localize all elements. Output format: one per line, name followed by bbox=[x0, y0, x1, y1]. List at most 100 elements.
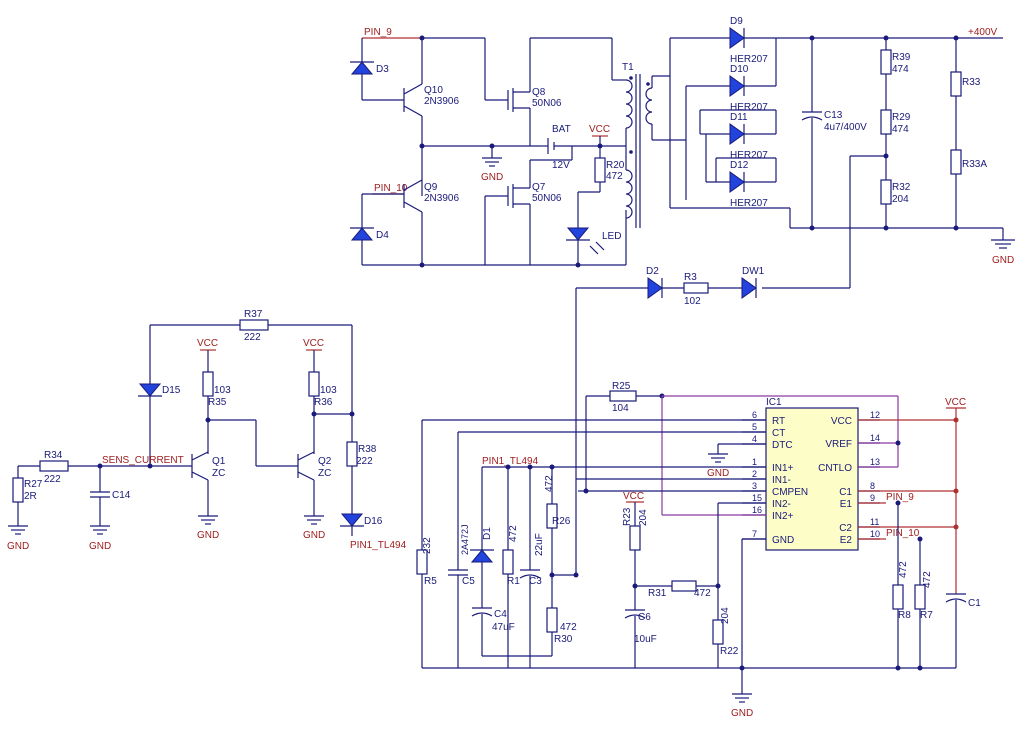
r8-value: 472 bbox=[898, 561, 909, 578]
rectifier-section: D9 HER207 D10 HER207 D11 HER207 D12 HER2… bbox=[575, 16, 1015, 575]
r31-value: 472 bbox=[694, 588, 711, 599]
c13-label: C13 bbox=[824, 110, 843, 121]
r25-label: R25 bbox=[612, 381, 631, 392]
gnd-label-r27: GND bbox=[7, 541, 29, 552]
ic1-pin-number: 8 bbox=[870, 481, 875, 491]
r27-value: 2R bbox=[24, 491, 37, 502]
r23-label: R23 bbox=[622, 507, 633, 526]
led-label: LED bbox=[602, 231, 621, 242]
d12-label: D12 bbox=[730, 160, 749, 171]
r35-label: R35 bbox=[208, 397, 227, 408]
q1-value: ZC bbox=[212, 468, 225, 479]
c14-label: C14 bbox=[112, 490, 131, 501]
d12-diode bbox=[729, 171, 745, 193]
d4-diode bbox=[350, 227, 374, 241]
transformer-t1: T1 bbox=[622, 62, 686, 228]
r20-label: R20 bbox=[606, 160, 625, 171]
ic1-pin-number: 16 bbox=[752, 505, 762, 515]
d12-value: HER207 bbox=[730, 198, 768, 209]
r37-resistor bbox=[239, 319, 269, 331]
r36-value: 103 bbox=[320, 385, 337, 396]
q1-label: Q1 bbox=[212, 456, 226, 467]
r8-label: R8 bbox=[898, 610, 911, 621]
r27-resistor bbox=[12, 477, 24, 503]
ic1-pin-name: CNTLO bbox=[818, 463, 852, 474]
ic1-pin-number: 2 bbox=[752, 469, 757, 479]
ic1-pin-number: 6 bbox=[752, 410, 757, 420]
ic1-pin-name: E1 bbox=[840, 499, 853, 510]
r26-label: R26 bbox=[552, 516, 571, 527]
current-sense-section: R37 222 D15 R27 2R GND R34 222 SENS_CURR… bbox=[7, 309, 407, 552]
q9-value: 2N3906 bbox=[424, 193, 459, 204]
r34-resistor bbox=[39, 460, 69, 472]
vcc-label-ic: VCC bbox=[945, 397, 966, 408]
led-diode bbox=[566, 227, 590, 241]
gnd-label-q2: GND bbox=[303, 530, 325, 541]
bat-value: 12V bbox=[552, 160, 570, 171]
c1-label: C1 bbox=[968, 598, 981, 609]
ic1-label: IC1 bbox=[766, 397, 782, 408]
ic1-pin-number: 13 bbox=[870, 457, 880, 467]
driver-section: PIN_9 D3 Q10 2N3906 GND PIN_10 Q9 2N3906… bbox=[350, 27, 627, 268]
d3-diode bbox=[350, 61, 374, 75]
r26-value: 472 bbox=[544, 475, 555, 492]
d4-label: D4 bbox=[376, 230, 389, 241]
ic1-pin-name: IN1- bbox=[772, 475, 791, 486]
r27-label: R27 bbox=[24, 479, 43, 490]
ic1-pin-number: 15 bbox=[752, 493, 762, 503]
r34-label: R34 bbox=[44, 450, 63, 461]
r1-resistor bbox=[502, 549, 514, 575]
d15-label: D15 bbox=[162, 385, 181, 396]
c5-label: C5 bbox=[462, 576, 475, 587]
vcc-label-top: VCC bbox=[589, 124, 610, 135]
d11-label: D11 bbox=[730, 112, 748, 123]
c4-label: C4 bbox=[494, 609, 507, 620]
r8-resistor bbox=[892, 584, 904, 610]
q2-value: ZC bbox=[318, 468, 331, 479]
r7-value: 472 bbox=[922, 571, 933, 588]
d10-label: D10 bbox=[730, 64, 749, 75]
c6-label: C6 bbox=[638, 612, 651, 623]
d11-value: HER207 bbox=[730, 150, 768, 161]
r34-value: 222 bbox=[44, 474, 61, 485]
dw1-label: DW1 bbox=[742, 266, 765, 277]
r31-resistor bbox=[671, 580, 697, 592]
r35-value: 103 bbox=[214, 385, 231, 396]
c13-value: 4u7/400V bbox=[824, 122, 867, 133]
d1-label: D1 bbox=[482, 527, 493, 540]
r33-label: R33 bbox=[962, 77, 981, 88]
gnd-label-bat: GND bbox=[481, 172, 503, 183]
ic1-pin-number: 5 bbox=[752, 422, 757, 432]
bat-label: BAT bbox=[552, 124, 571, 135]
r3-resistor bbox=[683, 282, 709, 294]
r33a-resistor bbox=[950, 149, 962, 175]
r32-resistor bbox=[880, 179, 892, 205]
r5-label: R5 bbox=[424, 576, 437, 587]
d15-diode bbox=[138, 383, 162, 397]
d9-value: HER207 bbox=[730, 54, 768, 65]
d3-label: D3 bbox=[376, 64, 389, 75]
ic1-pin-name: IN2- bbox=[772, 499, 791, 510]
ic1-pin-number: 4 bbox=[752, 434, 757, 444]
r20-resistor bbox=[594, 157, 606, 183]
r39-value: 474 bbox=[892, 64, 909, 75]
r35-resistor bbox=[202, 371, 214, 397]
r23-value: 204 bbox=[638, 509, 649, 526]
r37-label: R37 bbox=[244, 309, 263, 320]
r38-value: 222 bbox=[356, 456, 373, 467]
q7-value: 50N06 bbox=[532, 193, 562, 204]
c5-value: 2A472J bbox=[460, 524, 470, 555]
gnd-label-dtc: GND bbox=[707, 468, 729, 479]
ic1-pin-name: VREF bbox=[825, 439, 852, 450]
r25-resistor bbox=[609, 390, 637, 402]
q10-value: 2N3906 bbox=[424, 96, 459, 107]
gnd-label-ic: GND bbox=[731, 708, 753, 719]
vcc-label-r23: VCC bbox=[623, 491, 644, 502]
r38-label: R38 bbox=[358, 444, 377, 455]
q10-label: Q10 bbox=[424, 85, 443, 96]
d9-diode bbox=[729, 27, 745, 49]
r30-resistor bbox=[546, 607, 558, 633]
d10-value: HER207 bbox=[730, 102, 768, 113]
